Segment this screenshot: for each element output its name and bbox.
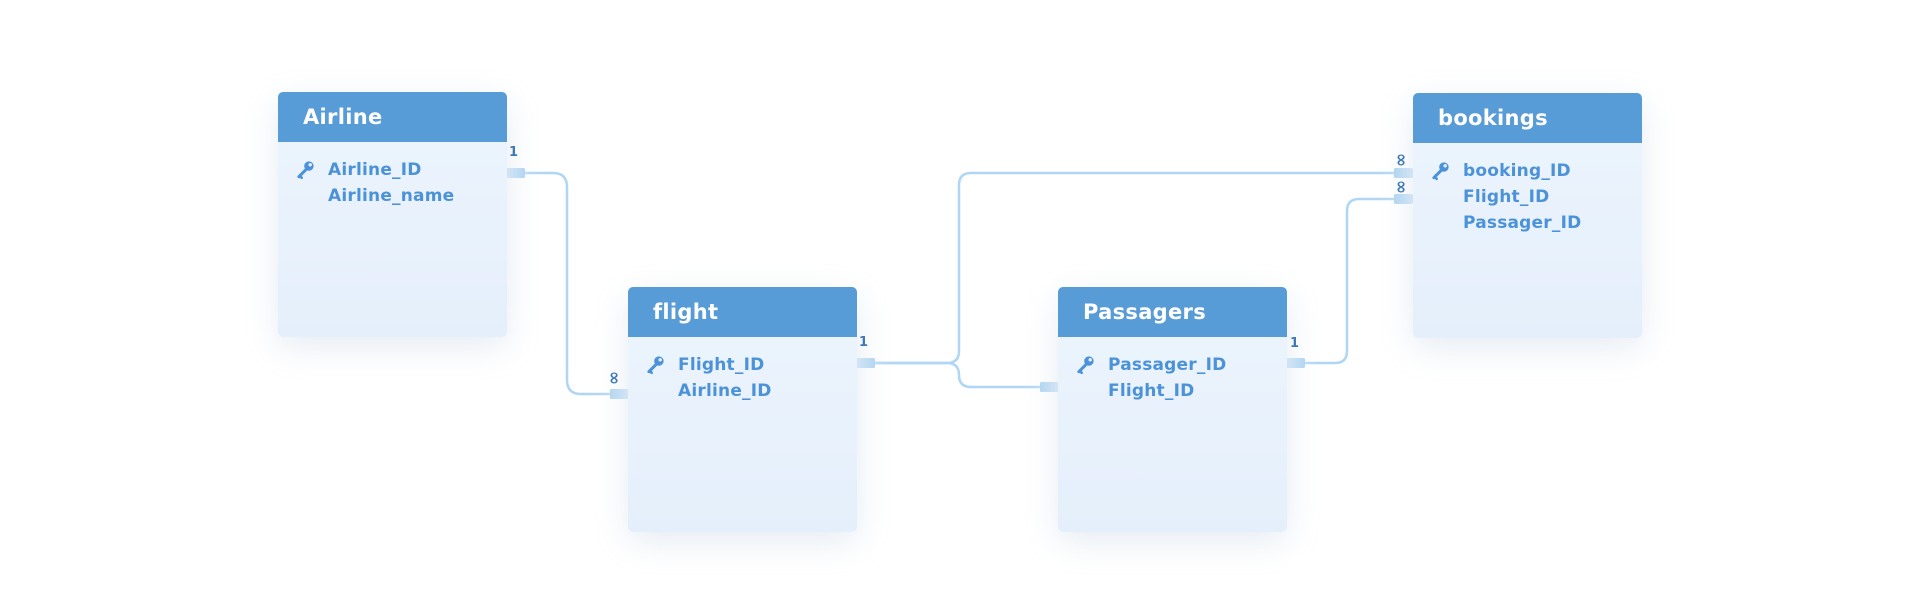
primary-key-icon [1430,161,1450,181]
cardinality-label-one-airline: 1 [509,145,519,160]
field-name: Airline_ID [328,160,422,180]
field-name: booking_ID [1463,161,1571,181]
field-icon-spacer [1430,213,1450,233]
table-passagers-header[interactable]: Passagers [1058,287,1287,337]
table-bookings[interactable]: bookings booking_ID Flight_ID [1413,93,1642,338]
table-airline-body: Airline_ID Airline_name [278,142,507,337]
field-row-passager-id: Passager_ID [1058,352,1287,378]
field-icon-spacer [1430,187,1450,207]
field-row-airline-id-fk: Airline_ID [628,378,857,404]
field-name: Passager_ID [1463,213,1582,233]
relationship-line-flight-passagers [874,361,1041,389]
connector-flight-left [610,389,629,399]
primary-key-icon [295,160,315,180]
field-icon-spacer [1075,381,1095,401]
cardinality-label-many-bookings-2: ∞ [1391,179,1411,195]
relationship-line-airline-flight [525,171,611,396]
field-name: Flight_ID [1463,187,1550,207]
field-name: Flight_ID [1108,381,1195,401]
field-name: Airline_name [328,186,455,206]
connector-bookings-left-2 [1394,194,1413,204]
cardinality-label-many-flight: ∞ [604,370,624,386]
table-passagers[interactable]: Passagers Passager_ID Flight_ID [1058,287,1287,532]
cardinality-label-one-flight: 1 [859,335,869,350]
relationship-line-passagers-bookings [1304,197,1395,365]
field-row-airline-name: Airline_name [278,183,507,209]
field-row-flight-id-fk: Flight_ID [1413,184,1642,210]
field-row-flight-id: Flight_ID [628,352,857,378]
table-airline[interactable]: Airline Airline_ID Airline_name [278,92,507,337]
table-airline-title: Airline [303,105,383,129]
connector-passagers-left [1040,382,1059,392]
table-flight-body: Flight_ID Airline_ID [628,337,857,532]
table-bookings-header[interactable]: bookings [1413,93,1642,143]
field-name: Passager_ID [1108,355,1227,375]
field-row-flight-id-fk: Flight_ID [1058,378,1287,404]
connector-passagers-right [1286,358,1305,368]
table-bookings-title: bookings [1438,106,1548,130]
table-flight-title: flight [653,300,719,324]
field-row-airline-id: Airline_ID [278,157,507,183]
field-icon-spacer [295,186,315,206]
field-row-passager-id-fk: Passager_ID [1413,210,1642,236]
field-row-booking-id: booking_ID [1413,158,1642,184]
connector-bookings-left-1 [1394,168,1413,178]
primary-key-icon [645,355,665,375]
field-icon-spacer [645,381,665,401]
connector-airline-right [506,168,525,178]
connector-flight-right [856,358,875,368]
cardinality-label-one-passagers: 1 [1290,336,1300,351]
table-flight[interactable]: flight Flight_ID Airline_ID [628,287,857,532]
table-flight-header[interactable]: flight [628,287,857,337]
field-name: Flight_ID [678,355,765,375]
cardinality-label-many-bookings-1: ∞ [1391,152,1411,168]
table-passagers-body: Passager_ID Flight_ID [1058,337,1287,532]
table-airline-header[interactable]: Airline [278,92,507,142]
primary-key-icon [1075,355,1095,375]
table-passagers-title: Passagers [1083,300,1206,324]
table-bookings-body: booking_ID Flight_ID Passager_ID [1413,143,1642,338]
field-name: Airline_ID [678,381,772,401]
